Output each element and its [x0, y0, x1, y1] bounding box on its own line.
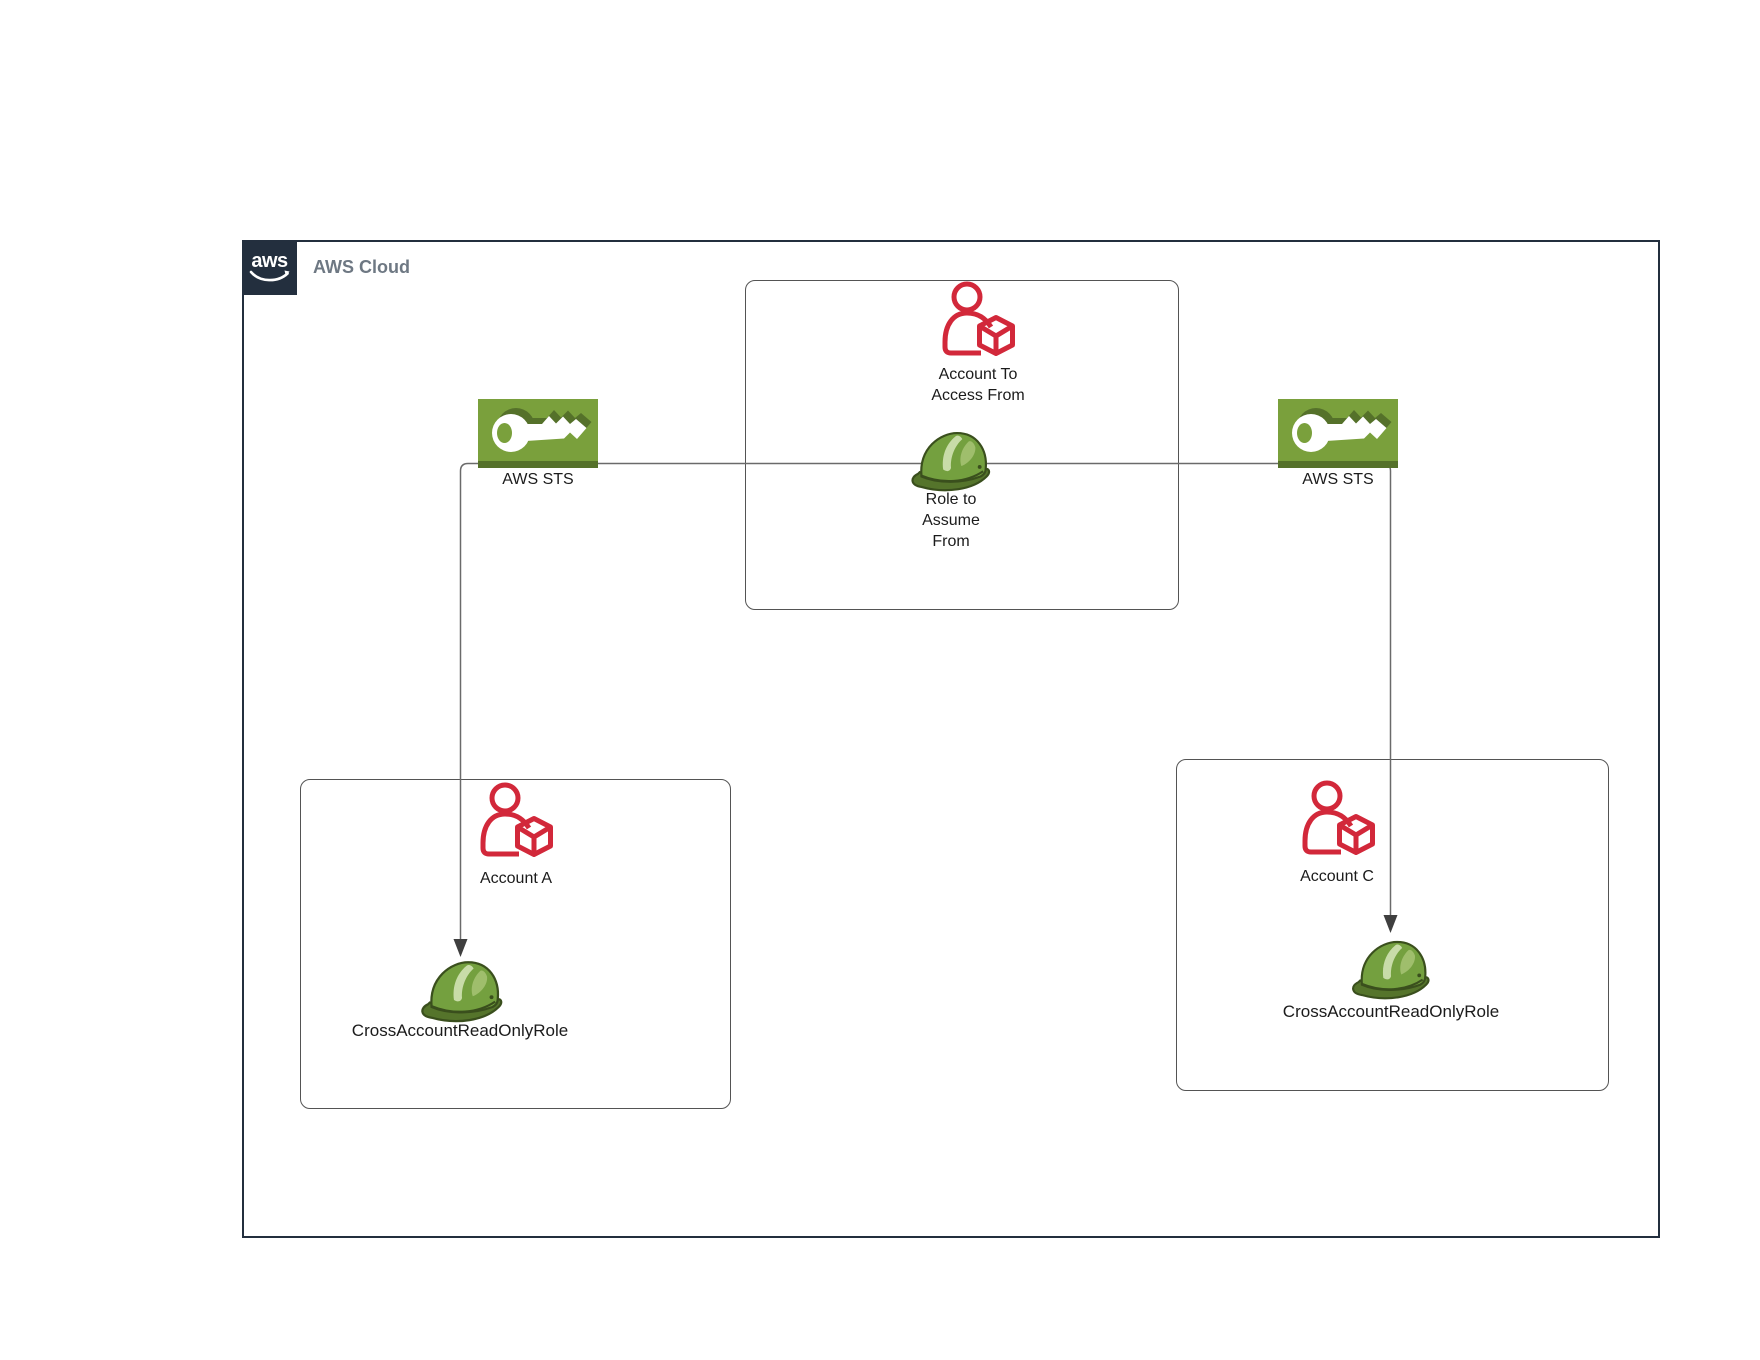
role-to-assume-from-label: Role to Assume From	[922, 491, 980, 550]
aws-logo-text: aws	[251, 250, 288, 272]
account-c-box	[1176, 759, 1609, 1091]
account-c-label: Account C	[1300, 868, 1374, 885]
sts-right-label: AWS STS	[1302, 471, 1374, 488]
arrowhead-down-icon	[1383, 915, 1398, 933]
user-with-cube-icon-account-a	[477, 781, 555, 864]
account-c-role-label: CrossAccountReadOnlyRole	[1282, 1002, 1500, 1021]
sts-left-label: AWS STS	[502, 471, 574, 488]
account-a-role-label: CrossAccountReadOnlyRole	[351, 1021, 569, 1040]
user-with-cube-icon-access-from	[939, 280, 1017, 363]
aws-smile-swoosh-icon	[249, 270, 290, 282]
user-with-cube-icon-account-c	[1299, 779, 1377, 862]
aws-logo: aws	[242, 240, 297, 295]
aws-cloud-label: AWS Cloud	[313, 257, 410, 277]
sts-key-icon-right	[1278, 399, 1398, 468]
hard-hat-icon-account-a-role	[417, 956, 507, 1029]
hard-hat-icon-account-c-role	[1347, 936, 1435, 1006]
hard-hat-icon-role-to-assume	[906, 427, 996, 498]
account-a-box	[300, 779, 731, 1109]
account-a-label: Account A	[479, 870, 553, 887]
sts-key-icon-left	[478, 399, 598, 468]
aws-cloud-boundary	[242, 240, 1660, 1238]
arrowhead-down-icon	[453, 939, 468, 957]
account-to-access-from-label: Account To Access From	[931, 366, 1025, 404]
account-to-access-from-box	[745, 280, 1179, 610]
